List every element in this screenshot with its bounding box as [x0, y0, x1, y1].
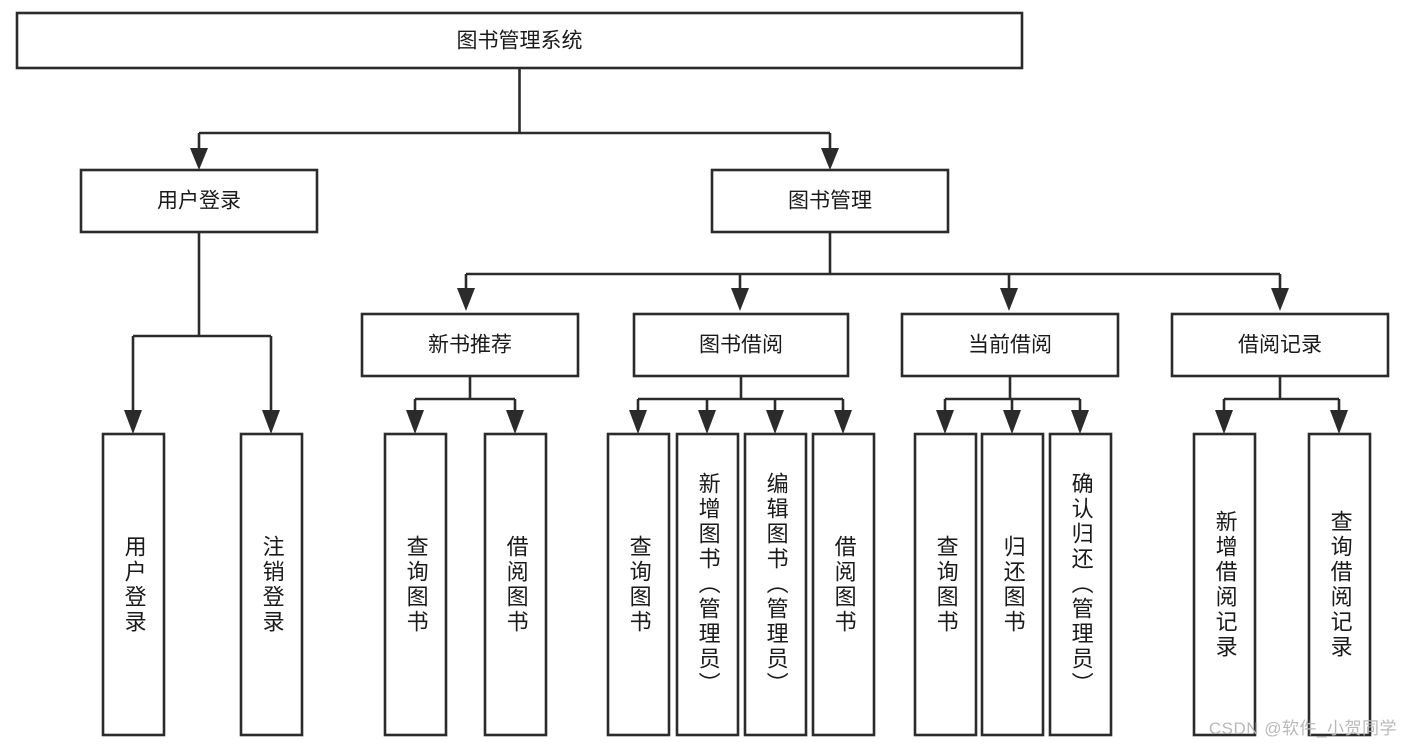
node-box-leaf-current-borrow-1[interactable] — [980, 432, 1045, 737]
arrow-head-leaf-new-book-1 — [506, 410, 524, 434]
node-new-book-recommend[interactable]: 新书推荐 — [360, 312, 580, 378]
node-box-book-management[interactable] — [710, 168, 950, 234]
arrow-head-leaf-borrow-record-1 — [1330, 410, 1348, 434]
node-box-root[interactable] — [15, 11, 1024, 70]
node-label-book-borrow: 图书借阅 — [699, 334, 783, 357]
node-label-user-login: 用户登录 — [157, 190, 241, 213]
node-box-leaf-user-login-0[interactable] — [101, 432, 166, 737]
node-current-borrow[interactable]: 当前借阅 — [900, 312, 1120, 378]
node-borrow-record[interactable]: 借阅记录 — [1170, 312, 1390, 378]
arrow-head-leaf-current-borrow-1 — [1003, 410, 1021, 434]
node-box-book-borrow[interactable] — [632, 312, 850, 378]
node-box-leaf-current-borrow-2[interactable] — [1048, 432, 1113, 737]
node-box-leaf-book-borrow-0[interactable] — [606, 432, 671, 737]
node-box-leaf-current-borrow-0[interactable] — [913, 432, 978, 737]
node-box-leaf-borrow-record-0[interactable] — [1192, 432, 1257, 737]
node-label-current-borrow: 当前借阅 — [968, 334, 1052, 357]
node-layer: 图书管理系统 用户登录 图书管理 新书推荐 图书借阅 — [15, 11, 1390, 737]
node-box-new-book-recommend[interactable] — [360, 312, 580, 378]
node-user-login[interactable]: 用户登录 — [79, 168, 319, 234]
node-book-borrow[interactable]: 图书借阅 — [632, 312, 850, 378]
arrow-head-borrow-record — [1271, 288, 1289, 311]
node-box-leaf-book-borrow-3[interactable] — [811, 432, 876, 737]
node-box-leaf-new-book-1[interactable] — [483, 432, 548, 737]
arrow-head-leaf-book-borrow-3 — [834, 410, 852, 434]
arrow-head-leaf-user-login-1 — [262, 410, 280, 434]
arrow-head-user-login — [190, 148, 208, 170]
arrow-head-leaf-current-borrow-2 — [1071, 410, 1089, 434]
watermark-text: CSDN @软件_小贺同学 — [1208, 719, 1397, 738]
arrow-head-leaf-book-borrow-2 — [766, 410, 784, 434]
arrow-head-new-book-recommend — [457, 288, 475, 311]
arrow-head-current-borrow — [1000, 288, 1018, 311]
arrow-head-leaf-book-borrow-1 — [698, 410, 716, 434]
node-box-leaf-book-borrow-2[interactable] — [743, 432, 808, 737]
node-label-book-management: 图书管理 — [788, 190, 872, 213]
node-book-management[interactable]: 图书管理 — [710, 168, 950, 234]
arrow-head-leaf-book-borrow-0 — [629, 410, 647, 434]
node-box-leaf-new-book-0[interactable] — [383, 432, 448, 737]
node-label-borrow-record: 借阅记录 — [1238, 334, 1322, 357]
node-label-new-book-recommend: 新书推荐 — [428, 334, 512, 357]
node-box-leaf-book-borrow-1[interactable] — [675, 432, 740, 737]
node-box-leaf-user-login-1[interactable] — [239, 432, 304, 737]
arrow-head-leaf-current-borrow-0 — [936, 410, 954, 434]
node-box-current-borrow[interactable] — [900, 312, 1120, 378]
arrow-head-book-mgmt — [821, 148, 839, 170]
node-box-leaf-borrow-record-1[interactable] — [1307, 432, 1372, 737]
node-box-user-login[interactable] — [79, 168, 319, 234]
arrow-head-leaf-borrow-record-0 — [1215, 410, 1233, 434]
node-label-root: 图书管理系统 — [457, 30, 583, 53]
node-box-borrow-record[interactable] — [1170, 312, 1390, 378]
connector-layer — [124, 68, 1348, 434]
arrow-head-leaf-user-login-0 — [124, 410, 142, 434]
arrow-head-book-borrow — [731, 288, 749, 311]
node-root-book-management-system[interactable]: 图书管理系统 — [15, 11, 1024, 70]
arrow-head-leaf-new-book-0 — [406, 410, 424, 434]
